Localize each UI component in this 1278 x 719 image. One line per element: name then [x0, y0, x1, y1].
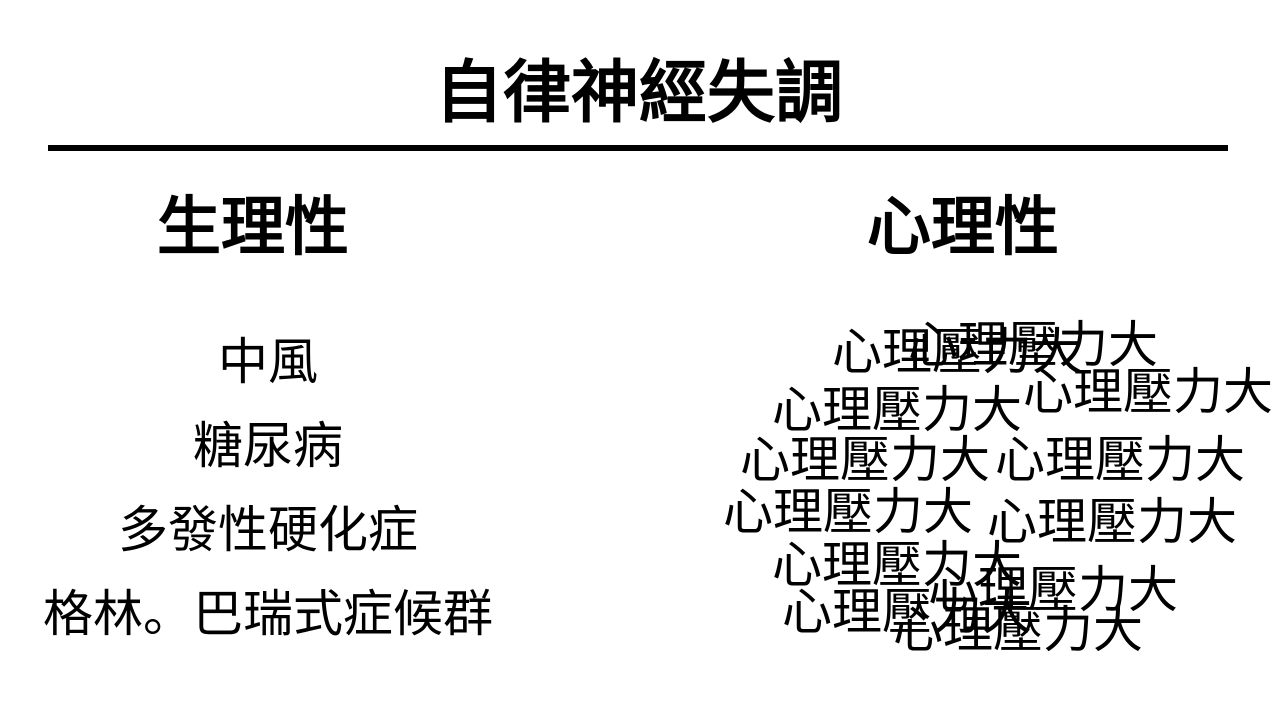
psychological-item: 心理壓力大 — [740, 431, 990, 489]
psychological-item: 心理壓力大 — [908, 316, 1158, 374]
slide-title: 自律神經失調 — [434, 54, 843, 133]
psychological-item: 心理壓力大 — [995, 431, 1245, 489]
psychological-item: 心理壓力大 — [723, 483, 973, 541]
psychological-heading: 心理性 — [867, 191, 1059, 265]
physiological-item: 多發性硬化症 — [118, 501, 418, 559]
psychological-list: 心理壓力大 心理壓力大 心理壓力大 心理壓力大 心理壓力大 心理壓力大 心理壓力… — [700, 300, 1278, 680]
psychological-item: 心理壓力大 — [772, 536, 1022, 594]
physiological-item: 中風 — [218, 333, 318, 391]
psychological-item: 心理壓力大 — [782, 583, 1032, 641]
physiological-list: 中風 糖尿病 多發性硬化症 格林。巴瑞式症候群 — [0, 320, 536, 656]
physiological-heading: 生理性 — [157, 191, 349, 265]
psychological-item: 心理壓力大 — [928, 561, 1178, 619]
physiological-item: 糖尿病 — [193, 417, 343, 475]
psychological-item: 心理壓力大 — [893, 601, 1143, 659]
physiological-item: 格林。巴瑞式症候群 — [43, 585, 493, 643]
psychological-item: 心理壓力大 — [832, 323, 1082, 381]
psychological-item: 心理壓力大 — [987, 493, 1237, 551]
title-divider — [48, 145, 1228, 151]
psychological-item: 心理壓力大 — [772, 381, 1022, 439]
psychological-item: 心理壓力大 — [1023, 363, 1273, 421]
